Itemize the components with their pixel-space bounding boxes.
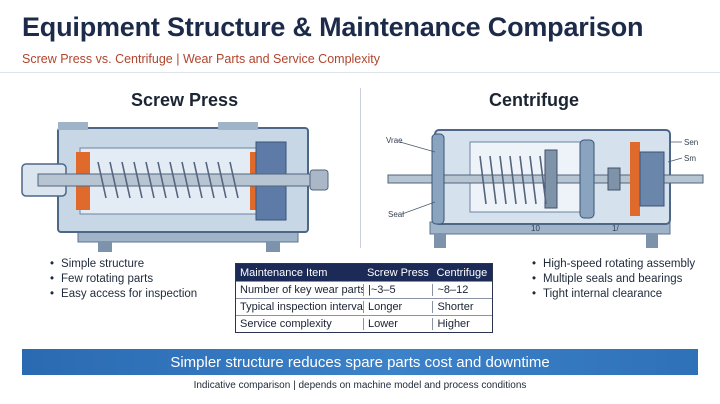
screw-press-illustration	[18, 112, 338, 257]
title-divider	[0, 72, 720, 73]
table-row: Service complexity Lower Higher	[236, 315, 492, 332]
list-item: Multiple seals and bearings	[532, 272, 695, 287]
list-item: High-speed rotating assembly	[532, 257, 695, 272]
centrifuge-foot-left	[434, 234, 446, 248]
table-header-row: Maintenance Item Screw Press Centrifuge	[236, 264, 492, 281]
list-item: Simple structure	[50, 257, 197, 272]
screw-press-foot-left	[98, 242, 112, 252]
list-item: Few rotating parts	[50, 272, 197, 287]
centrifuge-end-disc-left	[431, 133, 445, 225]
screw-press-shaft	[37, 173, 329, 187]
callout-top-left: Vrae	[386, 136, 403, 145]
centrifuge-foot-right	[646, 234, 658, 248]
centrifuge-heading: Centrifuge	[489, 90, 579, 110]
table-header-cell: Maintenance Item	[240, 266, 328, 279]
centrifuge-scroll-flights	[479, 155, 547, 205]
screw-press-bullets: Simple structure Few rotating parts Easy…	[50, 257, 197, 302]
centrifuge-illustration: Vrae Seal Sen Sm 10 1/	[380, 112, 710, 257]
conclusion-banner: Simpler structure reduces spare parts co…	[22, 349, 698, 375]
centrifuge-bullets: High-speed rotating assembly Multiple se…	[532, 257, 695, 302]
footnote: Indicative comparison | depends on machi…	[193, 380, 527, 391]
table-header-cell: Screw Press	[366, 266, 429, 279]
table-cell: |~3–5	[362, 284, 432, 296]
callout-bottom-right: 1/	[612, 224, 619, 233]
centrifuge-seal-orange	[630, 142, 640, 216]
list-item: Easy access for inspection	[50, 287, 197, 302]
screw-press-top-flange-right	[218, 122, 258, 130]
screw-press-top-flange-left	[58, 122, 88, 130]
table-header-cell: Centrifuge	[436, 266, 488, 279]
callout-line-bottom-left	[401, 201, 436, 215]
table-cell: ~8–12	[432, 284, 492, 296]
centrifuge-drive-housing	[639, 151, 665, 207]
callout-line-top-left	[399, 141, 436, 153]
screw-press-foot-right	[266, 242, 280, 252]
screw-press-shaft-tip	[309, 169, 329, 191]
callout-top-right: Sen	[684, 138, 699, 147]
table-cell: Higher	[432, 318, 492, 330]
table-row: Number of key wear parts – |~3–5 ~8–12	[236, 281, 492, 298]
centrifuge-end-disc-right	[579, 139, 595, 219]
centrifuge-gear-right	[607, 167, 621, 191]
callout-bottom-left: Seal	[388, 210, 405, 219]
callout-line-mid-right	[667, 157, 683, 163]
table-cell: Typical inspection interval	[240, 301, 363, 313]
centrifuge-gear-left	[544, 149, 558, 209]
page-subtitle: Screw Press vs. Centrifuge | Wear Parts …	[22, 52, 381, 66]
table-cell: Shorter	[432, 301, 492, 313]
callout-bottom-mid: 10	[531, 224, 540, 233]
callout-mid-right: Sm	[684, 154, 696, 163]
screw-press-heading: Screw Press	[131, 90, 239, 110]
list-item: Tight internal clearance	[532, 287, 695, 302]
table-cell: Longer	[362, 301, 432, 313]
table-cell: Lower	[362, 318, 432, 330]
screw-flights	[97, 161, 239, 199]
column-divider	[360, 88, 361, 248]
page-title: Equipment Structure & Maintenance Compar…	[22, 12, 644, 42]
table-cell: Service complexity	[240, 318, 332, 330]
maintenance-table: Maintenance Item Screw Press Centrifuge …	[235, 263, 493, 333]
table-row: Typical inspection interval Longer Short…	[236, 298, 492, 315]
table-cell: Number of key wear parts –	[240, 284, 363, 296]
banner-text: Simpler structure reduces spare parts co…	[170, 353, 550, 371]
